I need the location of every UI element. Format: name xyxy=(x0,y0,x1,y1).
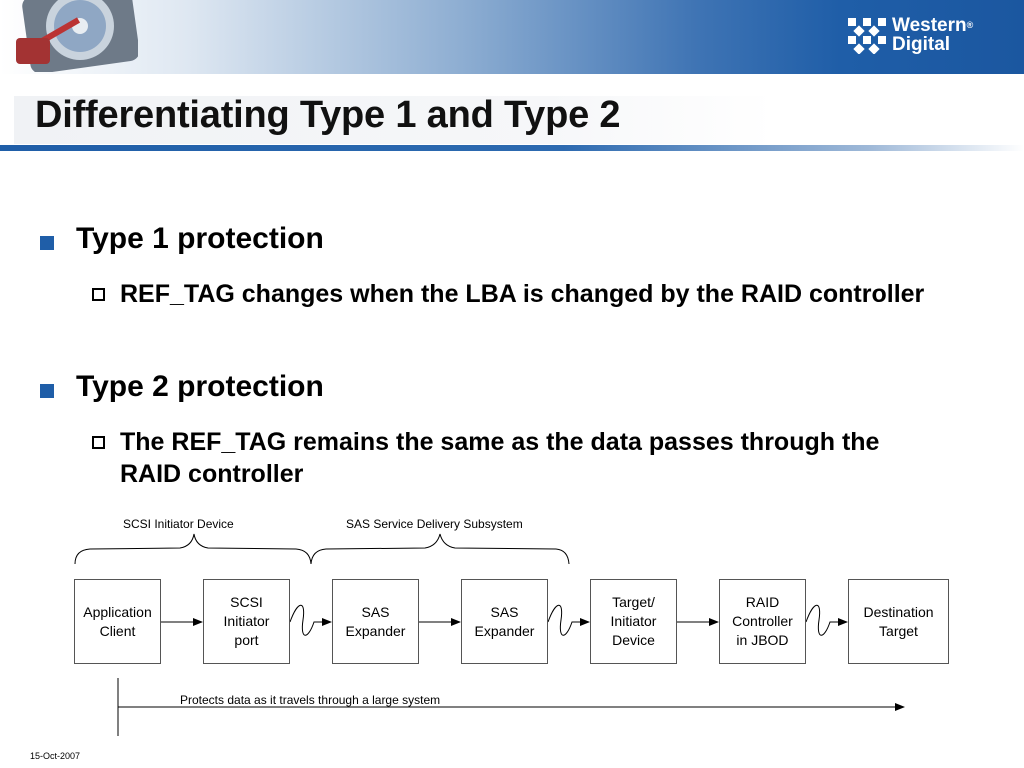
bullet-text: Type 1 protection xyxy=(76,222,324,255)
square-bullet-icon xyxy=(40,236,54,250)
wd-line1: Western xyxy=(892,15,967,36)
box-label: RAID Controller in JBOD xyxy=(732,594,793,648)
box-scsi-initiator-port: SCSI Initiator port xyxy=(203,579,290,664)
box-label: Target/ Initiator Device xyxy=(610,594,657,648)
box-application-client: Application Client xyxy=(74,579,161,664)
squiggle-arrow-4 xyxy=(547,604,590,636)
wd-line2: Digital xyxy=(892,34,951,55)
diagram-lines xyxy=(74,533,905,736)
protection-path-diagram: SCSI Initiator Device SAS Service Delive… xyxy=(0,500,1024,750)
box-destination-target: Destination Target xyxy=(848,579,949,664)
brace-scsi-initiator xyxy=(74,533,312,565)
brace-label-sas: SAS Service Delivery Subsystem xyxy=(346,517,523,531)
box-sas-expander-2: SAS Expander xyxy=(461,579,548,664)
box-label: SAS Expander xyxy=(345,603,406,639)
hollow-square-bullet-icon xyxy=(92,288,105,301)
box-label: Destination Target xyxy=(863,603,934,639)
box-label: Application Client xyxy=(83,603,152,639)
box-target-initiator: Target/ Initiator Device xyxy=(590,579,677,664)
box-label: SCSI Initiator port xyxy=(223,594,270,648)
title-rule xyxy=(0,145,1024,151)
registered-mark: ® xyxy=(966,20,974,30)
square-bullet-icon xyxy=(40,384,54,398)
hard-disk-icon xyxy=(16,0,138,72)
subbullet-text: REF_TAG changes when the LBA is changed … xyxy=(120,280,925,308)
box-sas-expander-1: SAS Expander xyxy=(332,579,419,664)
wd-wordmark: Western® Digital xyxy=(892,16,973,54)
bullet-text: Type 2 protection xyxy=(76,370,324,403)
western-digital-logo: Western® Digital xyxy=(848,16,998,60)
slide-title: Differentiating Type 1 and Type 2 xyxy=(35,94,621,136)
brace-sas-service xyxy=(310,533,570,565)
arrow-label: Protects data as it travels through a la… xyxy=(180,693,441,707)
wd-checker-icon xyxy=(848,18,886,54)
box-raid-controller: RAID Controller in JBOD xyxy=(719,579,806,664)
squiggle-arrow-2 xyxy=(289,604,332,636)
squiggle-arrow-6 xyxy=(805,604,848,636)
title-background xyxy=(14,96,774,144)
hollow-square-bullet-icon xyxy=(92,436,105,449)
footer-date: 15-Oct-2007 xyxy=(30,751,81,761)
brace-label-scsi: SCSI Initiator Device xyxy=(123,517,234,531)
subbullet-text: The REF_TAG remains the same as the data… xyxy=(120,428,880,488)
box-label: SAS Expander xyxy=(474,603,535,639)
title-area: Differentiating Type 1 and Type 2 xyxy=(0,86,1024,148)
